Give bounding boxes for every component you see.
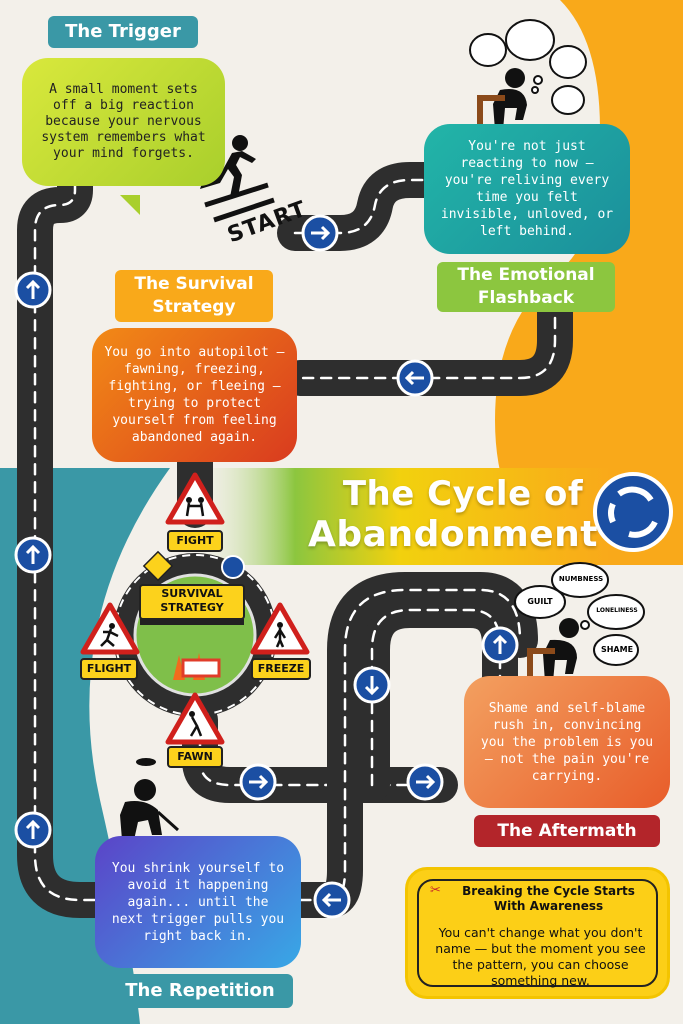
- runner-icon: [200, 135, 256, 197]
- numbness-bubble-text: NUMBNESS: [558, 575, 604, 583]
- flashback-bubble: You're not just reacting to now — you're…: [424, 124, 630, 254]
- guilt-bubble-text: GUILT: [527, 597, 553, 606]
- roundabout: [113, 553, 277, 717]
- freeze-label: FREEZE: [251, 658, 311, 680]
- title-gradient-band: [190, 468, 610, 565]
- survival-text: You go into autopilot — fawning, freezin…: [104, 345, 285, 445]
- title-line2: Abandonment: [308, 514, 598, 555]
- freeze-warning-sign: [250, 602, 310, 655]
- fight-label: FIGHT: [167, 530, 223, 552]
- arrow-up-icon: [14, 811, 52, 849]
- awareness-heading: Breaking the Cycle Starts With Awareness: [462, 884, 635, 913]
- arrow-left-icon: [396, 359, 434, 397]
- repetition-bubble: You shrink yourself to avoid it happenin…: [95, 836, 301, 968]
- shame-bubble-text: SHAME: [600, 645, 634, 654]
- awareness-border: [417, 879, 658, 987]
- emotion-thought-bubbles: [514, 562, 645, 666]
- direction-signs: [14, 214, 519, 919]
- crouching-person-icon: [120, 779, 180, 840]
- storm-cloud-icon: [136, 758, 156, 766]
- trigger-label: The Trigger: [48, 16, 198, 48]
- flight-label: FLIGHT: [80, 658, 138, 680]
- flashback-text: You're not just reacting to now — you're…: [440, 139, 614, 239]
- roundabout-sign-icon: [593, 472, 673, 552]
- fawn-warning-sign: [165, 692, 225, 745]
- start-line: [204, 182, 275, 223]
- trigger-text: A small moment sets off a big reaction b…: [41, 82, 206, 161]
- sad-person-icon: [527, 618, 579, 682]
- flashback-label: The Emotional Flashback: [437, 262, 615, 312]
- repetition-text: You shrink yourself to avoid it happenin…: [111, 860, 285, 944]
- fight-warning-sign: [165, 472, 225, 525]
- aftermath-label: The Aftermath: [474, 815, 660, 847]
- arrow-right-icon: [301, 214, 339, 252]
- arrow-up-icon: [481, 626, 519, 664]
- survival-bubble: You go into autopilot — fawning, freezin…: [92, 328, 297, 462]
- thinking-person-icon: [477, 68, 527, 131]
- loneliness-bubble-text: LONELINESS: [596, 607, 638, 614]
- fawn-label: FAWN: [167, 746, 223, 768]
- survival-strategy-text: SURVIVAL STRATEGY: [160, 587, 224, 614]
- title-line1: The Cycle of: [342, 474, 584, 514]
- flight-warning-sign: [80, 602, 140, 655]
- road-work-sign: [142, 550, 174, 582]
- roundabout-small-sign: [221, 555, 245, 579]
- scissors-icon: ✂: [430, 883, 441, 898]
- repetition-label: The Repetition: [107, 974, 293, 1008]
- aftermath-bubble: Shame and self-blame rush in, convincing…: [464, 676, 670, 808]
- arrow-up-icon: [14, 271, 52, 309]
- trigger-bubble-tail: [120, 195, 140, 215]
- arrow-up-icon: [14, 536, 52, 574]
- thought-bubbles: [469, 19, 587, 115]
- arrow-right-icon: [406, 763, 444, 801]
- arrow-left-icon: [313, 881, 351, 919]
- awareness-box: ✂ Breaking the Cycle Starts With Awarene…: [405, 867, 670, 999]
- arrow-down-icon: [353, 666, 391, 704]
- arrow-right-icon: [239, 763, 277, 801]
- aftermath-text: Shame and self-blame rush in, convincing…: [480, 700, 654, 784]
- trigger-bubble: A small moment sets off a big reaction b…: [22, 58, 225, 186]
- awareness-text: You can't change what you don't name — b…: [435, 925, 646, 988]
- survival-label: The Survival Strategy: [115, 270, 273, 322]
